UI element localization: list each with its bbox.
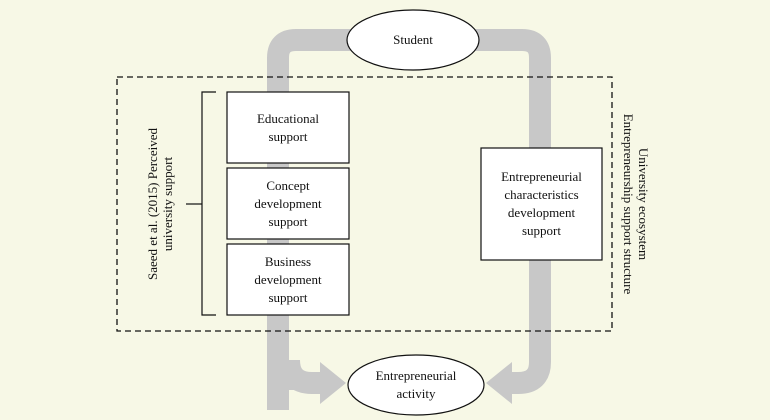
concept-support-label: Concept development support <box>254 177 322 229</box>
left-flow-arrowhead <box>320 362 346 404</box>
left-bracket <box>201 91 216 316</box>
entrepreneurial-activity-ellipse <box>347 354 485 416</box>
left-flow-arrow-bottom <box>278 359 322 394</box>
entrepreneurial-characteristics-label: Entrepreneurial characteristics developm… <box>501 169 582 238</box>
educational-support-box <box>226 91 350 164</box>
entrepreneurial-characteristics-box <box>480 147 603 261</box>
business-support-label: Business development support <box>254 253 322 305</box>
entrepreneurial-activity-label: Entrepreneurial activity <box>375 368 457 401</box>
student-ellipse <box>346 9 480 71</box>
ecosystem-structure-label: University ecosystem Entrepreneurship su… <box>621 113 651 295</box>
right-flow-arrowhead <box>486 362 512 404</box>
business-support-box <box>226 243 350 316</box>
left-flow-arrow <box>267 29 356 410</box>
perceived-support-label: Saeed et al. (2015) Perceived university… <box>145 128 175 280</box>
concept-support-box <box>226 167 350 240</box>
educational-support-label: Educational support <box>256 110 320 144</box>
ecosystem-boundary <box>116 76 613 332</box>
student-label: Student <box>393 32 433 47</box>
